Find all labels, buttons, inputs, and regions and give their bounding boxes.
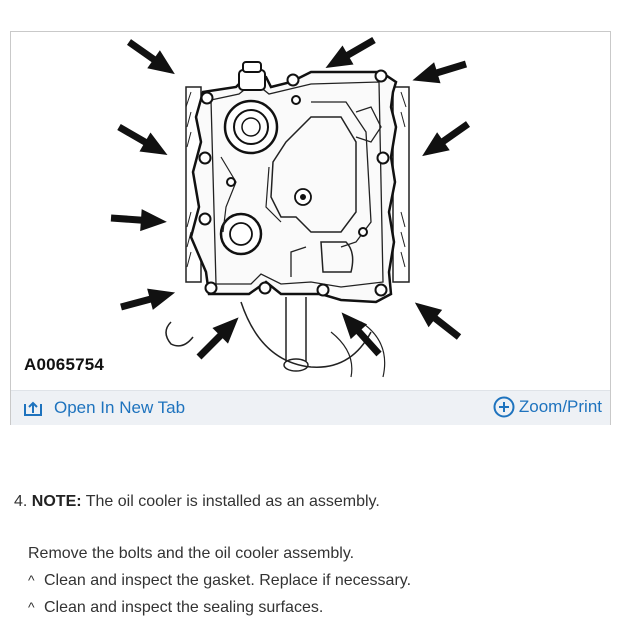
open-in-new-tab-link[interactable]: Open In New Tab <box>24 398 185 418</box>
zoom-plus-icon <box>493 396 515 418</box>
step-number: 4. <box>14 493 28 510</box>
open-in-new-tab-label: Open In New Tab <box>54 398 186 417</box>
step-note: 4. NOTE: The oil cooler is installed as … <box>14 493 380 511</box>
figure-toolbar: Open In New Tab Zoom/Print <box>11 390 610 425</box>
bullet-text: Clean and inspect the sealing surfaces. <box>44 599 324 616</box>
note-text: The oil cooler is installed as an assemb… <box>85 493 380 510</box>
figure-card: A0065754 Open In New Tab Zoom/Print <box>10 31 611 425</box>
bullet-text: Clean and inspect the gasket. Replace if… <box>44 572 412 589</box>
list-item: ^ Clean and inspect the gasket. Replace i… <box>28 572 411 590</box>
zoom-print-link[interactable]: Zoom/Print <box>493 396 602 418</box>
list-item: ^ Clean and inspect the sealing surfaces. <box>28 599 323 617</box>
bullet-caret: ^ <box>28 572 35 588</box>
bullet-caret: ^ <box>28 599 35 615</box>
open-new-tab-icon <box>24 401 42 416</box>
oil-cooler-diagram[interactable] <box>11 32 610 390</box>
note-label: NOTE: <box>31 493 82 510</box>
zoom-print-label: Zoom/Print <box>518 397 602 416</box>
instruction-main: Remove the bolts and the oil cooler asse… <box>28 545 355 562</box>
figure-id-label: A0065754 <box>24 355 105 374</box>
